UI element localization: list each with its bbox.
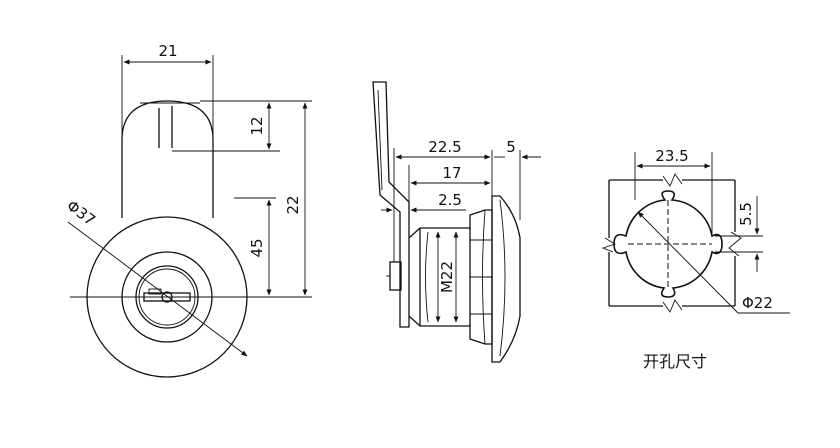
front-face-label: 45	[248, 238, 266, 257]
side-nut-curve	[482, 209, 486, 345]
side-cam-inner-line	[377, 89, 383, 191]
front-length-label: 22	[284, 195, 302, 214]
cutout-diameter-leader	[637, 211, 739, 314]
side-plate-label: 2.5	[438, 191, 462, 209]
side-view: M22 22.5 5 17 2.5	[372, 81, 541, 363]
cutout-hole-outline	[613, 190, 723, 298]
cutout-caption: 开孔尺寸	[643, 352, 707, 371]
side-cam-arm	[372, 81, 410, 328]
cutout-break-bottom	[662, 299, 683, 313]
side-body-top	[408, 227, 471, 239]
front-cam-outline	[121, 100, 214, 218]
side-length-mid-label: 17	[442, 164, 461, 182]
cutout-diameter-label: Φ22	[742, 294, 773, 312]
front-slot-label: 12	[248, 116, 266, 135]
side-body-bottom	[408, 315, 471, 327]
cutout-break-left	[601, 237, 617, 253]
front-width-label: 21	[158, 42, 177, 60]
side-body-contour	[425, 231, 429, 323]
side-length-outer-label: 22.5	[428, 138, 461, 156]
cutout-notch-label: 5.5	[737, 202, 755, 226]
side-flange-label: 5	[506, 138, 516, 156]
side-flange-inner	[499, 199, 506, 357]
cutout-view: 23.5 5.5 Φ22 开孔尺寸	[601, 147, 790, 371]
side-flange	[491, 195, 521, 363]
cutout-break-top	[662, 173, 683, 187]
front-view: 21 12 22 45 Φ37	[63, 42, 312, 378]
cutout-width-label: 23.5	[655, 147, 688, 165]
front-diameter-label: Φ37	[63, 197, 99, 230]
side-thread-label: M22	[438, 261, 456, 293]
front-diameter-leader	[67, 221, 248, 357]
